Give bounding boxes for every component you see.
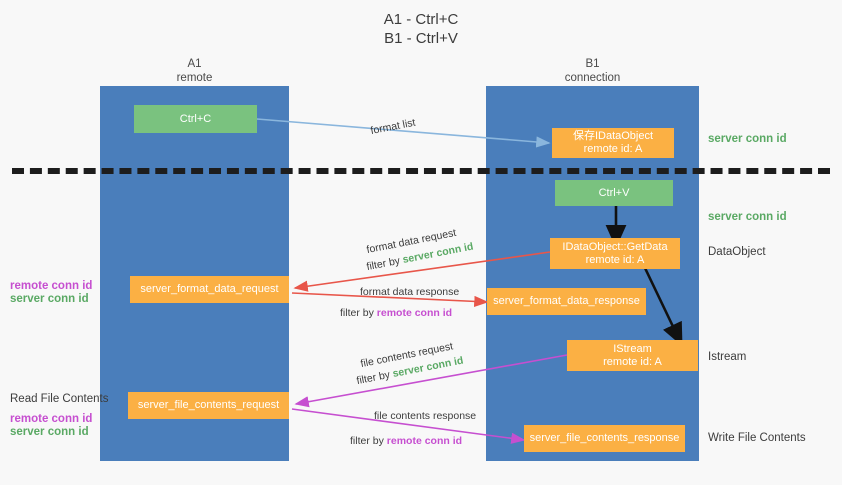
node-server-format-data-request[interactable]: server_format_data_request (130, 276, 289, 303)
filter-key-remote-conn-id: remote conn id (386, 435, 463, 447)
filter-prefix: filter by (350, 435, 387, 447)
edge-label-file-contents-response-filter: filter by remote conn id (350, 434, 462, 448)
filter-prefix: filter by (340, 307, 377, 319)
node-idataobject-getdata[interactable]: IDataObject::GetData remote id: A (550, 238, 680, 269)
node-ctrl-c[interactable]: Ctrl+C (134, 105, 257, 133)
edge-label-file-contents-response: file contents response (374, 410, 477, 422)
column-header-a1: A1 remote (176, 58, 213, 84)
left-label-server-conn-id-format: server conn id (10, 293, 89, 305)
left-label-remote-conn-id-file: remote conn id (10, 413, 93, 425)
right-label-istream: Istream (708, 351, 747, 363)
node-save-idataobject[interactable]: 保存IDataObject remote id: A (552, 128, 674, 158)
node-server-file-contents-response[interactable]: server_file_contents_response (524, 425, 685, 452)
left-label-server-conn-id-file: server conn id (10, 426, 89, 438)
right-label-dataobject: DataObject (708, 246, 766, 258)
filter-key-remote-conn-id: remote conn id (376, 307, 453, 319)
diagram-title: A1 - Ctrl+C B1 - Ctrl+V (383, 11, 459, 47)
node-server-format-data-response[interactable]: server_format_data_response (487, 288, 646, 315)
node-ctrl-v[interactable]: Ctrl+V (555, 180, 673, 206)
right-label-server-conn-id-1: server conn id (708, 133, 787, 145)
right-label-write-file-contents: Write File Contents (708, 432, 806, 444)
separator-dashed-line (12, 168, 830, 174)
node-istream[interactable]: IStream remote id: A (567, 340, 698, 371)
left-label-read-file-contents: Read File Contents (10, 393, 109, 405)
left-label-remote-conn-id-format: remote conn id (10, 280, 93, 292)
edge-label-format-data-response-filter: filter by remote conn id (340, 306, 452, 320)
column-header-b1: B1 connection (564, 58, 621, 84)
node-server-file-contents-request[interactable]: server_file_contents_request (128, 392, 289, 419)
edge-label-format-list: format list (369, 116, 417, 138)
edge-label-format-data-response: format data response (360, 286, 460, 298)
filter-prefix: filter by (365, 254, 404, 274)
right-label-server-conn-id-2: server conn id (708, 211, 787, 223)
